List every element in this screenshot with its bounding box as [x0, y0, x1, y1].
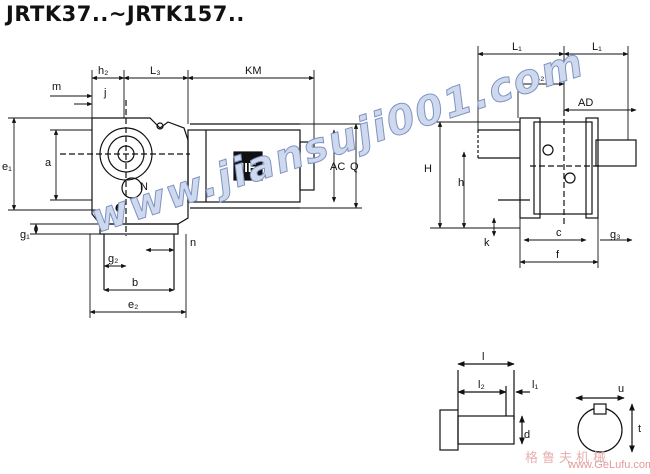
dim-L3: L₃	[150, 65, 161, 77]
dim-KM: KM	[245, 65, 262, 77]
dim-g1: g₁	[20, 229, 30, 241]
dim-e2: e₂	[128, 299, 138, 311]
dim-n: n	[190, 237, 196, 249]
motor-nameplate	[233, 151, 263, 181]
dim-c: c	[556, 227, 562, 239]
front-dimensions	[8, 70, 362, 318]
dim-f: f	[556, 249, 560, 261]
dim-h: h	[458, 177, 464, 189]
side-dimensions	[430, 46, 637, 268]
dim-d: d	[524, 429, 530, 441]
front-view	[60, 100, 315, 290]
dim-L1-left: L₁	[512, 41, 522, 53]
dim-L2: L₂	[534, 71, 544, 83]
dim-N: N	[140, 181, 148, 193]
dim-u: u	[618, 383, 624, 395]
dim-t: t	[638, 423, 641, 435]
dim-AC: AC	[330, 161, 345, 173]
dim-g3: g₃	[610, 229, 621, 241]
footer-chinese-watermark: 格鲁夫机械	[525, 451, 611, 466]
dim-Q: Q	[350, 161, 359, 173]
dim-a: a	[45, 157, 52, 169]
drawing-title: JRTK37..~JRTK157..	[6, 2, 245, 26]
mount-hole	[115, 203, 125, 213]
dim-g2: g₂	[108, 253, 118, 265]
dim-b: b	[132, 277, 138, 289]
bolt-hole	[156, 122, 164, 130]
worm-housing	[121, 177, 143, 199]
dim-h2: h₂	[98, 65, 108, 77]
dim-e1: e₁	[2, 161, 12, 173]
dim-m: m	[52, 81, 61, 93]
side-view	[477, 110, 637, 226]
footer-site-watermark: www.GeLufu.com	[568, 459, 650, 471]
dim-AD: AD	[578, 97, 593, 109]
shaft-detail	[439, 361, 635, 453]
shaft-section	[577, 407, 623, 453]
dim-l1: l₁	[532, 379, 538, 391]
dim-l2: l₂	[478, 379, 485, 391]
dim-L1-right: L₁	[592, 41, 602, 53]
dim-l: l	[482, 351, 484, 363]
dim-k: k	[484, 237, 490, 249]
dim-H: H	[424, 163, 432, 175]
dim-j: j	[103, 87, 106, 99]
motor-brand-label: JIE	[237, 160, 257, 175]
motor-fan-cover	[299, 141, 315, 191]
housing-body	[533, 121, 593, 215]
input-shaft-flange	[595, 139, 637, 167]
dimension-labels: h₂ L₃ KM m j e₁ a N AC Q g₁ g₂ n b e₂ L₁…	[2, 41, 641, 441]
